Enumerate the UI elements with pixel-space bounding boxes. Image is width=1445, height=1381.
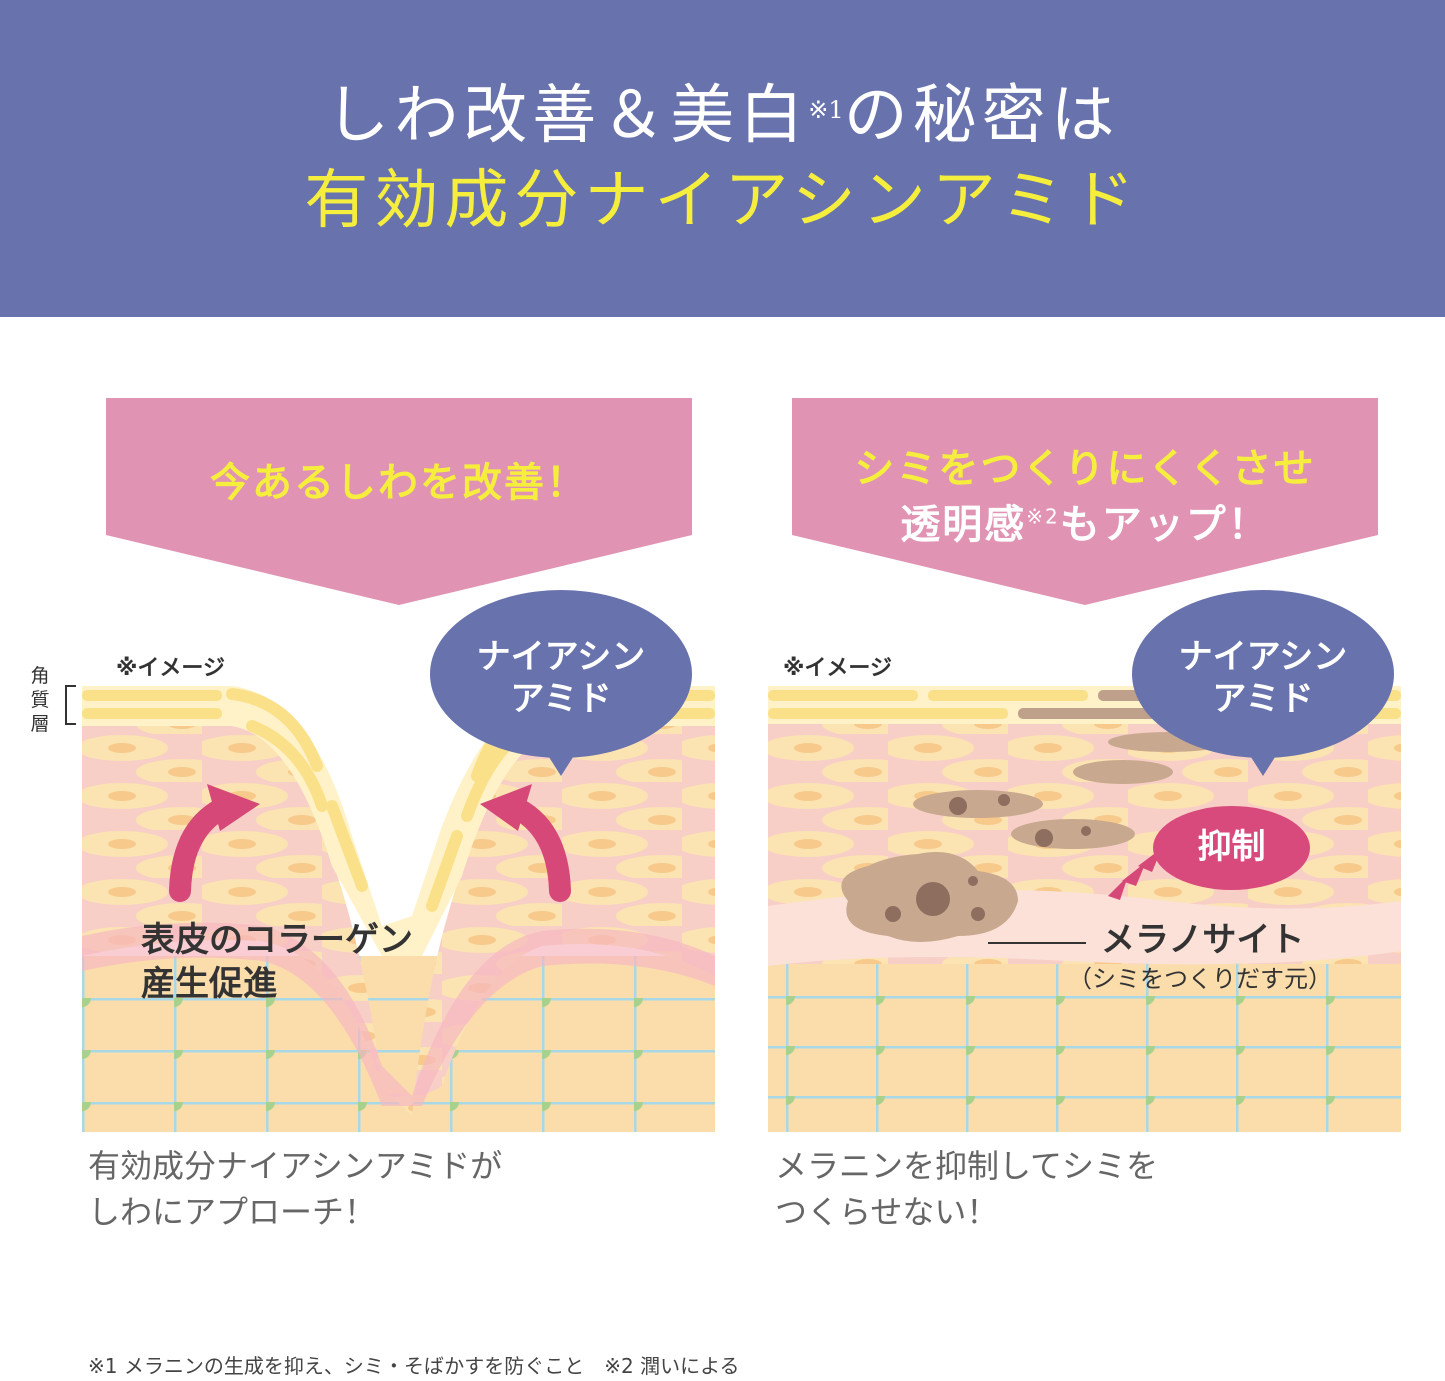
header-banner: しわ改善＆美白※1の秘密は 有効成分ナイアシンアミド [0,0,1445,317]
right-bubble-shape [1132,590,1394,776]
stratum-bracket [65,685,76,725]
headline-line1: しわ改善＆美白※1の秘密は [325,79,1120,153]
right-image-note: ※イメージ [783,656,892,681]
right-banner-line2: 透明感※2もアップ！ [900,502,1270,548]
headline-line2: 有効成分ナイアシンアミド [304,164,1141,238]
right-caption: メラニンを抑制してシミを つくらせない！ [775,1147,1159,1231]
melanocyte-sub-label: （シミをつくりだす元） [1068,965,1332,993]
right-niacinamide-bubble: ナイアシンアミド [1131,590,1395,776]
melanin-illustration [768,686,1401,1132]
suppress-badge: 抑制 [1153,806,1310,890]
left-niacinamide-bubble: ナイアシンアミド [429,590,693,776]
stratum-corneum-label: 角質層 [30,665,50,735]
melanocyte-label: メラノサイト [1101,920,1305,960]
left-banner-text: 今あるしわを改善！ [210,460,588,506]
footnote: ※1 メラニンの生成を抑え、シミ・そばかすを防ぐこと ※2 潤いによる [88,1354,740,1378]
right-banner-line1: シミをつくりにくくさせ [854,446,1316,492]
skin-cross-section-right [768,686,1401,1132]
left-banner-shape [106,398,692,605]
left-bubble-shape [430,590,692,776]
collagen-effect-label: 表皮のコラーゲン 産生促進 [141,920,413,1004]
left-image-note: ※イメージ [116,656,225,681]
left-caption: 有効成分ナイアシンアミドが しわにアプローチ！ [88,1147,503,1231]
right-banner-shape [792,398,1378,605]
